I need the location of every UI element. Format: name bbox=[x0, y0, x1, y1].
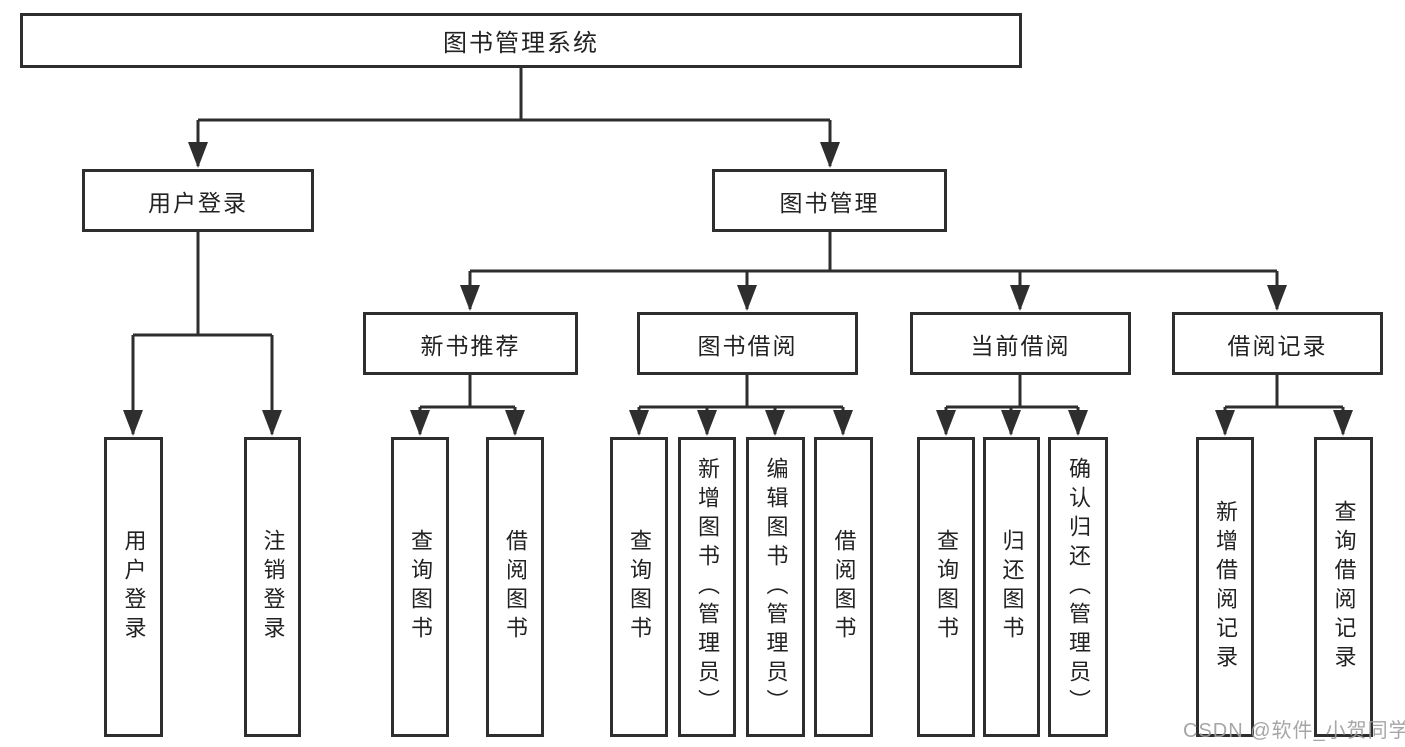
node-library-management-system: 图书管理系统 bbox=[20, 13, 1022, 68]
watermark: CSDN @软件_小贺同学 bbox=[1183, 720, 1405, 742]
leaf-edit-book-admin: 编辑图书（管理员） bbox=[746, 437, 805, 737]
leaf-user-login: 用户登录 bbox=[104, 437, 163, 737]
leaf-return-books: 归还图书 bbox=[983, 437, 1040, 737]
leaf-add-book-admin: 新增图书（管理员） bbox=[678, 437, 736, 737]
node-current-borrow: 当前借阅 bbox=[910, 312, 1131, 375]
leaf-add-borrow-record: 新增借阅记录 bbox=[1196, 437, 1254, 737]
leaf-query-borrow-record: 查询借阅记录 bbox=[1314, 437, 1373, 737]
node-borrow-records: 借阅记录 bbox=[1172, 312, 1383, 375]
leaf-recommend-query-books: 查询图书 bbox=[391, 437, 449, 737]
node-user-login: 用户登录 bbox=[82, 169, 314, 232]
leaf-logout: 注销登录 bbox=[244, 437, 301, 737]
leaf-borrow-query-books: 查询图书 bbox=[610, 437, 668, 737]
leaf-confirm-return-admin: 确认归还（管理员） bbox=[1048, 437, 1108, 737]
leaf-recommend-borrow-books: 借阅图书 bbox=[486, 437, 544, 737]
node-book-borrow: 图书借阅 bbox=[637, 312, 858, 375]
node-book-management: 图书管理 bbox=[712, 169, 947, 232]
node-new-book-recommend: 新书推荐 bbox=[363, 312, 578, 375]
leaf-borrow-borrow-books: 借阅图书 bbox=[814, 437, 873, 737]
leaf-current-query-books: 查询图书 bbox=[917, 437, 975, 737]
